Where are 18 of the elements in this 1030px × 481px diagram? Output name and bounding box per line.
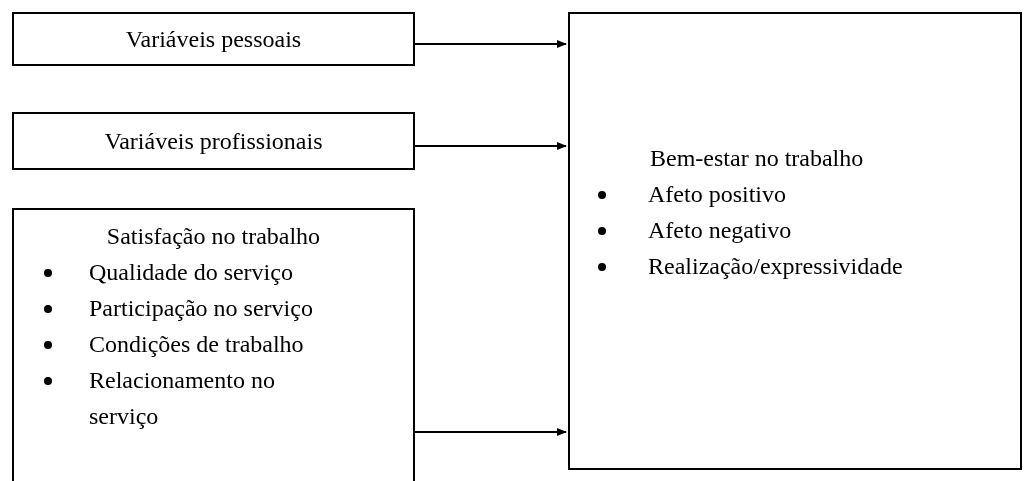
- box-heading: Satisfação no trabalho: [105, 222, 322, 251]
- list-box: [12, 208, 415, 481]
- list-item: Participação no serviço: [89, 294, 314, 323]
- arrow: [414, 142, 567, 150]
- process-box: [12, 12, 415, 66]
- process-box: [12, 112, 415, 170]
- list-item: Realização/expressividade: [648, 252, 904, 281]
- list-item: Afeto negativo: [648, 216, 793, 245]
- list-item: Afeto positivo: [648, 180, 787, 209]
- list-item: Qualidade do serviço: [89, 258, 294, 287]
- arrow: [414, 428, 567, 436]
- box-heading: Bem-estar no trabalho: [650, 144, 864, 173]
- arrow: [414, 40, 567, 48]
- list-box: [568, 12, 1022, 470]
- list-item: Relacionamento no serviço: [89, 366, 276, 431]
- list-item: Condições de trabalho: [89, 330, 305, 359]
- box-label: Variáveis profissionais: [103, 127, 324, 156]
- box-label: Variáveis pessoais: [124, 25, 303, 54]
